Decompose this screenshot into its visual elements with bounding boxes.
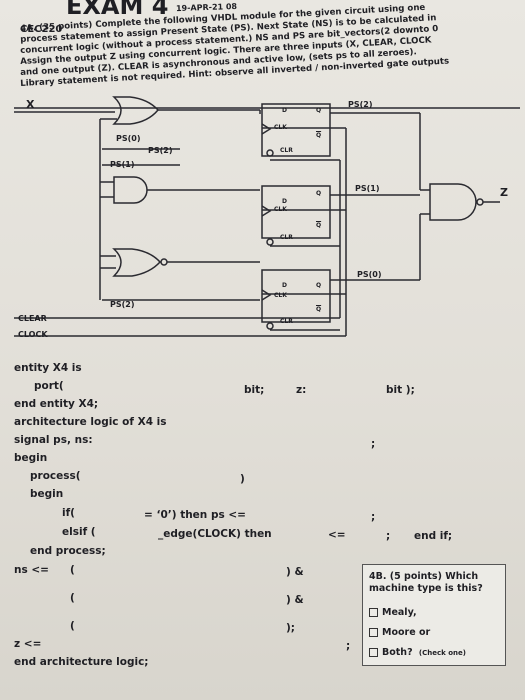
code-process-close: ) — [240, 473, 245, 485]
course-code: CEC220 — [20, 24, 63, 35]
moore-checkbox[interactable] — [369, 628, 378, 637]
q4b-option-moore-label: Moore or — [382, 627, 431, 638]
x-input-label: X — [26, 98, 35, 111]
code-process: process( — [30, 470, 81, 482]
ps2-label-b: PS(2) — [110, 300, 135, 309]
code-ns-paren-2: ( — [70, 592, 75, 604]
clear-label: CLEAR — [18, 314, 47, 323]
code-edge: _edge(CLOCK) then — [158, 528, 272, 540]
ff1-q-pin: Q — [316, 190, 322, 197]
and-gate-1 — [113, 176, 148, 204]
code-if-clear: = ‘0’) then ps <= — [144, 509, 246, 521]
ps2-label-out: PS(2) — [348, 100, 373, 109]
ff2-clr-pin: CLR — [280, 147, 293, 154]
ps1-label-out: PS(1) — [355, 184, 380, 193]
code-ns-assign: ns <= — [14, 564, 49, 576]
code-signal-semicolon: ; — [371, 438, 376, 450]
code-ns-paren-3: ( — [70, 620, 75, 632]
code-z-port: z: — [296, 384, 307, 396]
ff1-qbar-pin: Q — [316, 222, 322, 229]
ff0-q-pin: Q — [316, 282, 322, 289]
code-end-architecture: end architecture logic; — [14, 656, 149, 668]
ff0-clk-pin: CLK — [274, 292, 287, 299]
both-checkbox[interactable] — [369, 648, 378, 657]
flip-flop-0 — [261, 269, 331, 323]
question-4b-box: 4B. (5 points) Which machine type is thi… — [362, 564, 506, 666]
code-if: if( — [62, 507, 75, 519]
mealy-checkbox[interactable] — [369, 608, 378, 617]
q4b-option-both-label: Both? — [382, 647, 413, 658]
code-port: port( — [34, 380, 64, 392]
code-elsif: elsif ( — [62, 526, 96, 538]
ps0-label-out: PS(0) — [357, 270, 382, 279]
output-gate — [429, 183, 477, 221]
code-z-assign: z <= — [14, 638, 42, 650]
flip-flop-2 — [261, 103, 331, 157]
exam-title: EXAM 4 — [66, 0, 169, 20]
code-entity: entity X4 is — [14, 362, 82, 374]
ff1-clk-pin: CLK — [274, 206, 287, 213]
ff1-clr-pin: CLR — [280, 234, 293, 241]
ff2-clk-pin: CLK — [274, 124, 287, 131]
clock-label: CLOCK — [18, 330, 48, 339]
ff2-q-pin: Q — [316, 107, 322, 114]
q4b-option-both[interactable]: Both? (Check one) — [369, 647, 466, 658]
code-ns-paren-1: ( — [70, 564, 75, 576]
z-output-label: Z — [500, 186, 508, 199]
nor-gate — [112, 248, 162, 277]
code-ns-close-3: ); — [286, 622, 295, 634]
q4b-option-moore[interactable]: Moore or — [369, 627, 430, 638]
code-end-if: end if; — [414, 530, 453, 542]
code-ns-close-1: ) & — [286, 566, 304, 578]
ps2-label-a: PS(2) — [148, 146, 173, 155]
ff2-d-pin: D — [282, 107, 287, 114]
flip-flop-1 — [261, 185, 331, 239]
code-assign: <= — [328, 529, 346, 541]
q4b-note: (Check one) — [418, 649, 466, 657]
code-if-semicolon: ; — [371, 511, 376, 523]
code-end-process: end process; — [30, 545, 106, 557]
code-bit-2: bit ); — [386, 384, 415, 396]
ps0-label-a: PS(0) — [116, 134, 141, 143]
or-gate-1 — [112, 96, 159, 125]
code-z-semicolon: ; — [346, 640, 351, 652]
ff0-clr-pin: CLR — [280, 318, 293, 325]
code-signal: signal ps, ns: — [14, 434, 93, 446]
code-begin: begin — [14, 452, 48, 464]
code-elsif-semicolon: ; — [386, 530, 391, 542]
code-end-entity: end entity X4; — [14, 398, 99, 410]
code-ns-close-2: ) & — [286, 594, 304, 606]
ff0-qbar-pin: Q — [316, 306, 322, 313]
code-bit-1: bit; — [244, 384, 265, 396]
q4b-title: 4B. (5 points) Which machine type is thi… — [369, 571, 483, 594]
q4b-option-mealy[interactable]: Mealy, — [369, 607, 417, 618]
code-process-begin: begin — [30, 488, 64, 500]
code-architecture: architecture logic of X4 is — [14, 416, 167, 428]
ff1-d-pin: D — [282, 198, 287, 205]
ff0-d-pin: D — [282, 282, 287, 289]
ff2-qbar-pin: Q — [316, 132, 322, 139]
circuit-diagram — [14, 96, 520, 337]
ps1-label-a: PS(1) — [110, 160, 135, 169]
q4b-option-mealy-label: Mealy, — [382, 607, 417, 618]
